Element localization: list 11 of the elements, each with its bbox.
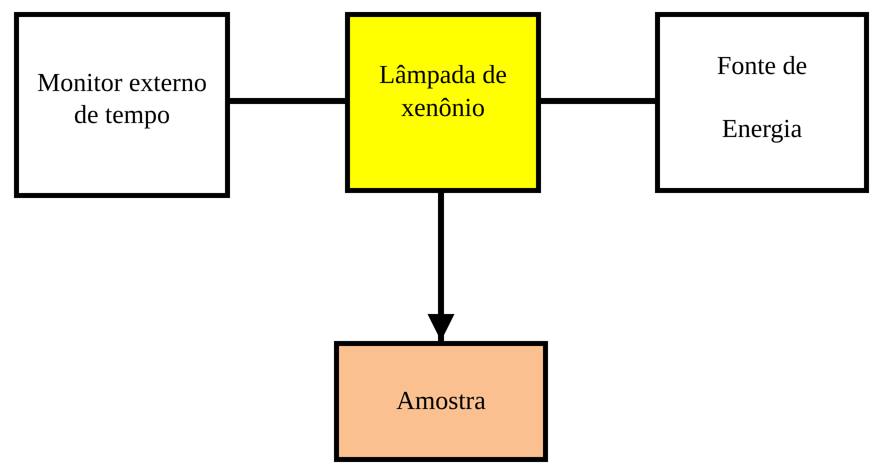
arrow (428, 193, 454, 341)
node-label: Fonte de Energia (716, 50, 808, 145)
node-label: Lâmpada de xenônio (378, 59, 508, 124)
process-box (655, 12, 869, 193)
node-label: Monitor externo de tempo (36, 66, 208, 131)
connector-line (230, 98, 345, 104)
sample-box (334, 341, 548, 462)
lamp-box (345, 12, 541, 193)
process-box (14, 12, 230, 198)
connector-line (541, 98, 655, 104)
node-label: Amostra (396, 385, 486, 418)
